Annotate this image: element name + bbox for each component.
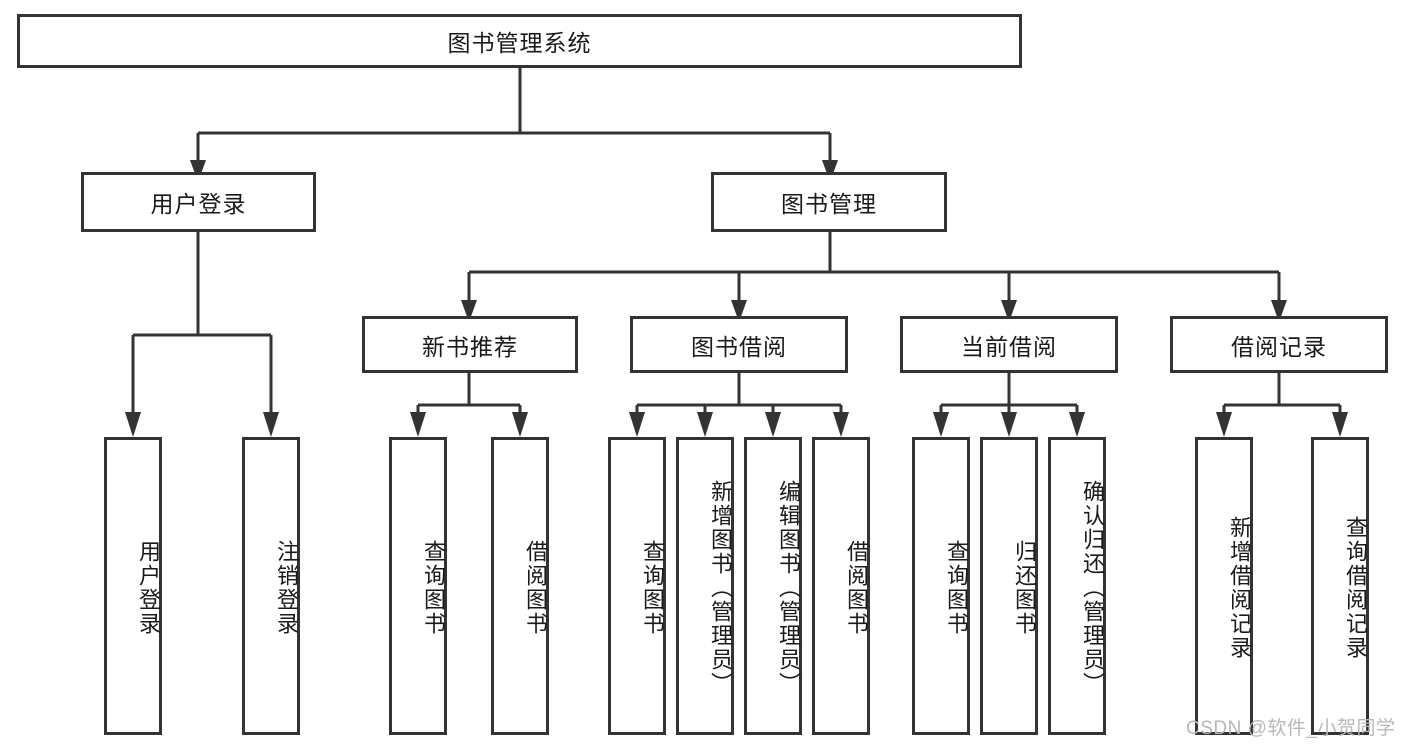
leaf-return-book[interactable]: 归还图书: [980, 437, 1038, 735]
node-label: 查询图书: [421, 540, 446, 636]
node-user-login[interactable]: 用户登录: [81, 172, 316, 232]
node-label: 新增借阅记录: [1227, 516, 1252, 660]
leaf-query-book-recommend[interactable]: 查询图书: [389, 437, 447, 735]
leaf-query-book-current[interactable]: 查询图书: [912, 437, 970, 735]
node-label: 当前借阅: [961, 333, 1057, 360]
leaf-borrow-book-borrow[interactable]: 借阅图书: [812, 437, 870, 735]
leaf-query-borrow-record[interactable]: 查询借阅记录: [1311, 437, 1369, 735]
leaf-confirm-return-admin[interactable]: 确认归还（管理员）: [1048, 437, 1106, 735]
node-label: 归还图书: [1012, 540, 1037, 636]
node-root-system[interactable]: 图书管理系统: [17, 14, 1022, 68]
node-label: 图书借阅: [691, 333, 787, 360]
node-label: 借阅记录: [1231, 333, 1327, 360]
leaf-borrow-book-recommend[interactable]: 借阅图书: [491, 437, 549, 735]
node-label: 图书管理: [781, 191, 877, 217]
leaf-edit-book-admin[interactable]: 编辑图书（管理员）: [744, 437, 802, 735]
leaf-add-book-admin[interactable]: 新增图书（管理员）: [676, 437, 734, 735]
node-label: 新增图书（管理员）: [708, 480, 733, 696]
node-label: 查询借阅记录: [1343, 516, 1368, 660]
node-new-book-recommend[interactable]: 新书推荐: [362, 316, 578, 373]
node-label: 用户登录: [136, 540, 161, 636]
leaf-query-book-borrow[interactable]: 查询图书: [608, 437, 666, 735]
node-label: 注销登录: [274, 540, 299, 636]
leaf-add-borrow-record[interactable]: 新增借阅记录: [1195, 437, 1253, 735]
leaf-logout[interactable]: 注销登录: [242, 437, 300, 735]
node-book-management[interactable]: 图书管理: [711, 172, 947, 232]
node-label: 新书推荐: [422, 333, 518, 360]
node-borrow-record[interactable]: 借阅记录: [1170, 316, 1388, 373]
node-current-borrow[interactable]: 当前借阅: [900, 316, 1118, 373]
node-label: 用户登录: [150, 191, 247, 217]
leaf-user-login[interactable]: 用户登录: [104, 437, 162, 735]
node-label: 查询图书: [944, 540, 969, 636]
node-label: 查询图书: [640, 540, 665, 636]
node-book-borrow[interactable]: 图书借阅: [630, 316, 848, 373]
node-label: 确认归还（管理员）: [1080, 480, 1105, 696]
node-label: 图书管理系统: [447, 30, 592, 56]
node-label: 借阅图书: [844, 540, 869, 636]
node-label: 编辑图书（管理员）: [776, 480, 801, 696]
csdn-watermark: CSDN @软件_小贺同学: [1186, 718, 1396, 739]
node-label: 借阅图书: [523, 540, 548, 636]
